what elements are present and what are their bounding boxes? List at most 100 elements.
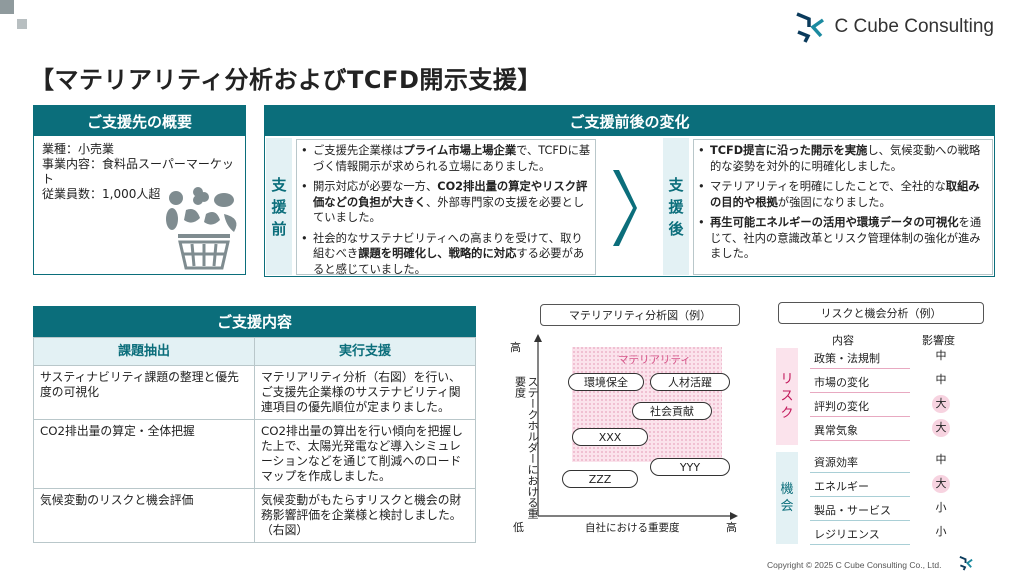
materiality-item: XXX [572,428,648,446]
impact-badge: 中 [935,453,947,466]
support-header: ご支援内容 [33,306,476,337]
impact-badge: 大 [932,395,950,413]
text: が強固になりました。 [777,195,891,209]
client-profile: 業種：小売業 事業内容：食料品スーパーマーケット 従業員数：1,000人超 [34,136,245,208]
after-bullet: マテリアリティを明確にしたことで、全社的な取組みの目的や根拠が強固になりました。 [696,179,988,210]
table-row: 気候変動のリスクと機会評価 気候変動がもたらすリスクと機会の財務影響評価を企業様… [33,488,476,543]
after-box: TCFD提言に沿った開示を実施し、気候変動への戦略的な姿勢を対外的に明確化しまし… [693,139,993,275]
client-business: 事業内容：食料品スーパーマーケット [42,157,234,186]
text: マテリアリティを明確にしたことで、全社的な [710,180,946,193]
page-title: 【マテリアリティ分析およびTCFD開示支援】 [30,66,542,94]
materiality-zone-label: マテリアリティ [618,354,691,366]
row-divider [810,520,910,521]
x-axis-high: 高 [726,521,737,534]
before-bullet: 開示対応が必要な一方、CO2排出量の算定やリスク評価などの負担が大きく、外部専門… [299,179,591,226]
after-bullet: 再生可能エネルギーの活用や環境データの可視化を通じて、社内の意識改革とリスク管理… [696,215,988,262]
support-cell: CO2排出量の算定・全体把握 [33,419,255,489]
logo-text: C Cube Consulting [834,16,994,37]
materiality-item: ZZZ [562,470,638,488]
impact-badge: 中 [935,373,947,386]
before-box: ご支援先企業様はプライム市場上場企業で、TCFDに基づく情報開示が求められる立場… [296,139,596,277]
table-row: サスティナビリティ課題の整理と優先度の可視化 マテリアリティ分析（右図）を行い、… [33,365,476,420]
text: 社会的なサステナビリティへの高まりを受けて、取り組むべき [313,231,583,261]
bold-text: 課題を明確化し、戦略的に対応 [358,247,517,260]
row-divider [810,496,910,497]
before-label-char: 援 [271,197,287,216]
risk-item: 異常気象 [814,424,858,437]
table-row: CO2排出量の算定・全体把握 CO2排出量の算出を行い傾向を把握した上で、太陽光… [33,419,476,489]
support-col-execute: 実行支援 [254,337,476,366]
after-label-char: 後 [668,219,684,238]
after-label: 支 援 後 [663,138,689,275]
before-label: 支 援 前 [266,138,292,275]
after-bullet: TCFD提言に沿った開示を実施し、気候変動への戦略的な姿勢を対外的に明確化しまし… [696,143,988,174]
support-cell: CO2排出量の算出を行い傾向を把握した上で、太陽光発電など導入シミュレーションな… [254,419,476,489]
change-header: ご支援前後の変化 [265,106,994,136]
impact-badge: 中 [935,349,947,362]
text: する必要があると感じていました。 [313,247,585,276]
support-cell: 気候変動のリスクと機会評価 [33,488,255,543]
risk-label-char: ク [780,406,794,421]
client-employees: 従業員数：1,000人超 [42,187,161,201]
risk-banner: リスクと機会分析（例） [778,302,984,324]
corner-square-top [0,0,14,14]
materiality-item: 人材活躍 [650,373,730,391]
support-cell: マテリアリティ分析（右図）を行い、ご支援先企業様のサステナビリティ関連項目の優先… [254,365,476,420]
before-list: ご支援先企業様はプライム市場上場企業で、TCFDに基づく情報開示が求められる立場… [299,143,591,277]
support-cell: 気候変動がもたらすリスクと機会の財務影響評価を企業様と検討しました。（右図） [254,488,476,543]
support-cell: サスティナビリティ課題の整理と優先度の可視化 [33,365,255,420]
row-divider [810,368,910,369]
before-label-char: 支 [271,175,287,194]
y-axis-label: ステークホルダーにおける重要度 [513,376,540,519]
client-overview-panel: ご支援先の概要 業種：小売業 事業内容：食料品スーパーマーケット 従業員数：1,… [33,105,246,275]
corner-square-small [17,19,27,29]
footer-logo-icon [959,556,973,571]
grocery-basket-icon [166,187,237,270]
bold-text: 取組みの目的や根拠 [710,180,980,209]
risk-item: 市場の変化 [814,376,869,389]
opportunity-group-label: 機 会 [776,452,798,544]
row-divider [810,392,910,393]
text: ご支援先企業様は [313,144,404,157]
copyright: Copyright © 2025 C Cube Consulting Co., … [767,560,942,570]
y-axis-low: 低 [513,521,524,534]
risk-col-item: 内容 [832,334,854,347]
opp-label-char: 会 [780,499,794,514]
text: を通じて、社内の意識改革とリスク管理体制の強化が進みました。 [710,216,982,260]
impact-badge: 大 [932,475,950,493]
bold-text: CO2排出量の算定やリスク評価などの負担が大きく [313,180,588,209]
risk-item: 評判の変化 [814,400,869,413]
row-divider [810,472,910,473]
chevron-right-icon [613,170,637,246]
client-overview-header: ご支援先の概要 [34,106,245,136]
opp-label-char: 機 [780,482,794,497]
materiality-diagram: 高 低 高 ステークホルダーにおける重要度 自社における重要度 マテリアリティ … [500,330,745,535]
before-label-char: 前 [271,219,287,238]
before-bullet: ご支援先企業様はプライム市場上場企業で、TCFDに基づく情報開示が求められる立場… [299,143,591,174]
after-label-char: 援 [668,197,684,216]
y-axis-high: 高 [510,341,521,354]
text: 開示対応が必要な一方、 [313,180,438,193]
after-label-char: 支 [668,175,684,194]
support-panel: ご支援内容 課題抽出 実行支援 サスティナビリティ課題の整理と優先度の可視化 マ… [33,306,476,543]
materiality-banner: マテリアリティ分析図（例） [540,304,740,326]
support-col-extract: 課題抽出 [33,337,255,366]
text: 、外部専門家の支援を必要としていました。 [313,195,585,225]
row-divider [810,440,910,441]
materiality-item: YYY [650,458,730,476]
change-panel: ご支援前後の変化 [264,105,995,277]
risk-item: 資源効率 [814,456,858,469]
impact-badge: 大 [932,419,950,437]
impact-badge: 小 [935,525,947,538]
risk-item: エネルギー [814,480,869,493]
text: で、TCFDに基づく情報開示が求められる立場にありました。 [313,144,591,173]
bold-text: 再生可能エネルギーの活用や環境データの可視化 [710,216,959,229]
risk-item: レジリエンス [814,528,880,541]
risk-item: 製品・サービス [814,504,891,517]
risk-label-char: リ [780,372,794,387]
risk-label-char: ス [780,389,794,404]
risk-group-label: リ ス ク [776,348,798,445]
bold-text: TCFD提言に沿った開示を実施 [710,144,868,157]
risk-item: 政策・法規制 [814,352,880,365]
after-list: TCFD提言に沿った開示を実施し、気候変動への戦略的な姿勢を対外的に明確化しまし… [696,143,988,262]
